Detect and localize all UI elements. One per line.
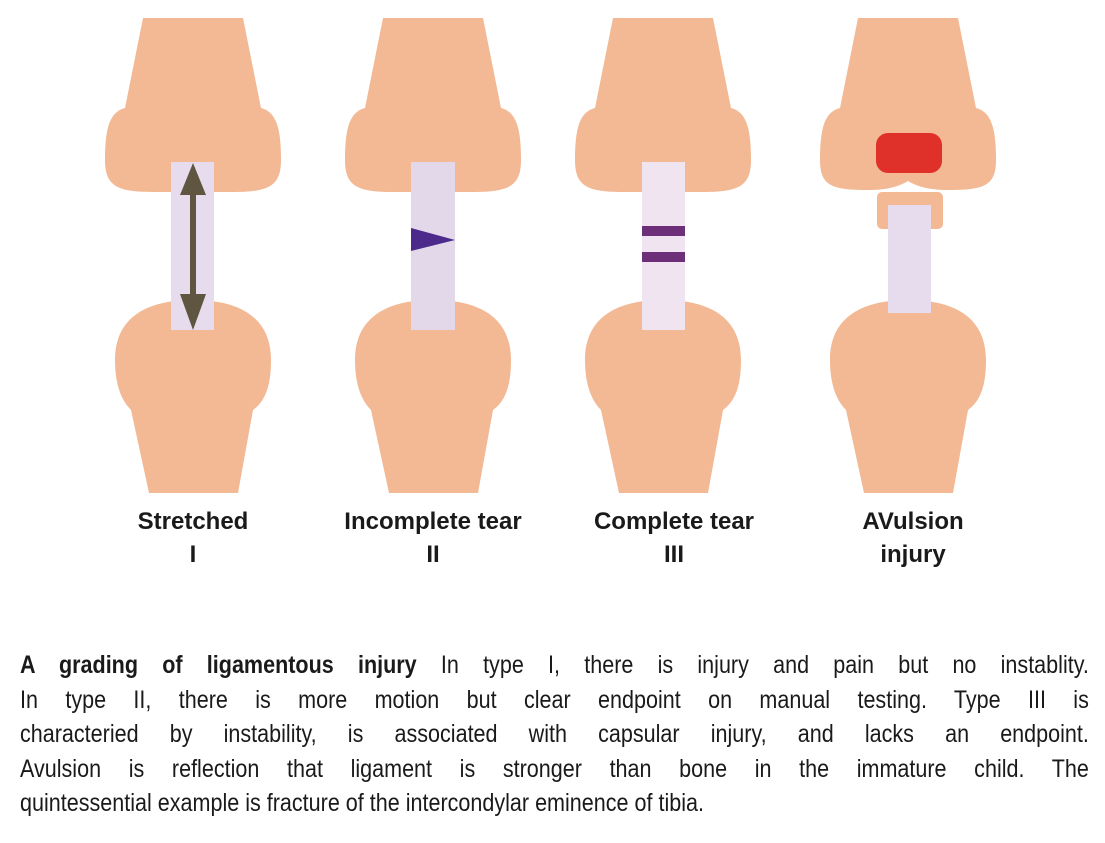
panel-grade: injury xyxy=(880,541,946,568)
double-arrow-icon xyxy=(180,163,206,330)
caption-line: quintessential example is fracture of th… xyxy=(20,789,704,818)
ligament xyxy=(642,162,685,330)
figure-caption: A grading of ligamentous injury In type … xyxy=(20,648,1105,821)
caption-text: In type I, there is injury and pain but … xyxy=(416,651,1089,679)
caption-line: In type II, there is more motion but cle… xyxy=(20,685,1089,714)
panel-grade: III xyxy=(663,541,684,568)
panel-title: AVulsion xyxy=(862,508,964,535)
label-stretched: Stretched I xyxy=(73,505,313,571)
label-avulsion: AVulsion injury xyxy=(793,505,1033,571)
ligament xyxy=(888,205,931,313)
tear-bar-lower xyxy=(642,252,685,262)
joint-complete-tear xyxy=(575,18,751,493)
femur-bone xyxy=(820,18,996,190)
panel-title: Complete tear xyxy=(593,508,755,535)
label-incomplete-tear: Incomplete tear II xyxy=(313,505,553,571)
ligament-injury-diagram xyxy=(105,18,996,493)
joint-incomplete-tear xyxy=(345,18,521,493)
panel-title: Stretched xyxy=(137,508,249,535)
caption-line: Avulsion is reflection that ligament is … xyxy=(20,754,1089,783)
caption-title: A grading of ligamentous injury xyxy=(20,651,417,679)
tear-bar-upper xyxy=(642,226,685,236)
tibia-bone xyxy=(830,300,986,493)
caption-line: characteried by instability, is associat… xyxy=(20,720,1089,749)
joint-stretched xyxy=(105,18,281,493)
caption-line: A grading of ligamentous injury In type … xyxy=(20,648,1089,683)
joint-avulsion xyxy=(820,18,996,493)
panel-grade: I xyxy=(189,541,197,568)
partial-tear-marker-icon xyxy=(411,228,455,251)
panel-title: Incomplete tear xyxy=(344,508,522,535)
panel-grade: II xyxy=(426,541,440,568)
avulsion-site xyxy=(876,133,942,173)
label-complete-tear: Complete tear III xyxy=(554,505,794,571)
